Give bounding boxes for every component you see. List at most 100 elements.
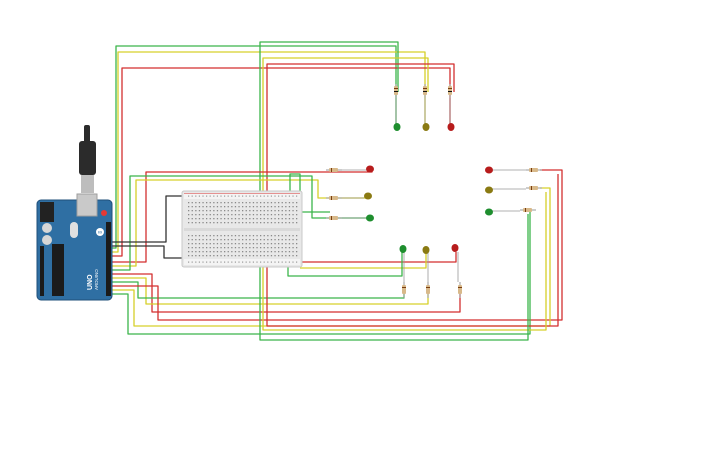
rail-hole[interactable] [202, 261, 204, 263]
breadboard-hole[interactable] [195, 214, 197, 216]
breadboard-hole[interactable] [296, 235, 298, 237]
wire-yellow-bottom-gnd[interactable] [110, 277, 429, 305]
breadboard-hole[interactable] [188, 222, 190, 224]
breadboard-hole[interactable] [281, 202, 283, 204]
rail-hole[interactable] [220, 195, 222, 197]
breadboard-hole[interactable] [231, 239, 233, 241]
breadboard-hole[interactable] [292, 202, 294, 204]
breadboard-hole[interactable] [220, 251, 222, 253]
breadboard-hole[interactable] [224, 239, 226, 241]
breadboard-hole[interactable] [256, 243, 258, 245]
breadboard-hole[interactable] [216, 202, 219, 204]
led-top-yellow[interactable] [422, 98, 430, 131]
breadboard-hole[interactable] [249, 222, 251, 224]
rail-hole[interactable] [263, 195, 265, 197]
breadboard-hole[interactable] [245, 251, 247, 253]
breadboard-hole[interactable] [252, 243, 255, 245]
breadboard-hole[interactable] [216, 206, 219, 208]
wire-yellow-right[interactable] [110, 187, 551, 327]
breadboard-hole[interactable] [292, 251, 294, 253]
breadboard-hole[interactable] [209, 239, 211, 241]
rail-hole[interactable] [242, 195, 244, 197]
breadboard-hole[interactable] [188, 243, 190, 245]
breadboard-hole[interactable] [292, 239, 294, 241]
breadboard-hole[interactable] [195, 243, 197, 245]
breadboard-hole[interactable] [188, 202, 190, 204]
breadboard-hole[interactable] [216, 235, 219, 237]
breadboard-hole[interactable] [274, 239, 276, 241]
resistor-bottom-yellow[interactable] [426, 282, 430, 298]
led-left-green[interactable] [342, 214, 374, 222]
breadboard-hole[interactable] [195, 202, 197, 204]
breadboard-hole[interactable] [292, 214, 294, 216]
rail-hole[interactable] [278, 261, 280, 263]
led-left-red[interactable] [342, 165, 374, 173]
rail-hole[interactable] [209, 195, 211, 197]
breadboard-hole[interactable] [252, 222, 255, 224]
breadboard-hole[interactable] [260, 206, 262, 208]
breadboard-hole[interactable] [206, 206, 208, 208]
breadboard-hole[interactable] [202, 222, 204, 224]
breadboard-hole[interactable] [256, 239, 258, 241]
breadboard-hole[interactable] [270, 255, 273, 257]
breadboard-hole[interactable] [224, 218, 226, 220]
breadboard-hole[interactable] [285, 243, 287, 245]
rail-hole[interactable] [263, 261, 265, 263]
breadboard-hole[interactable] [256, 210, 258, 212]
breadboard-hole[interactable] [292, 210, 294, 212]
breadboard-hole[interactable] [285, 222, 287, 224]
breadboard-hole[interactable] [220, 235, 222, 237]
breadboard-hole[interactable] [274, 222, 276, 224]
breadboard-hole[interactable] [191, 239, 193, 241]
rail-hole[interactable] [224, 195, 226, 197]
breadboard-hole[interactable] [296, 239, 298, 241]
rail-hole[interactable] [285, 261, 287, 263]
rail-hole[interactable] [256, 261, 258, 263]
rail-hole[interactable] [281, 195, 283, 197]
breadboard-hole[interactable] [216, 210, 219, 212]
breadboard-hole[interactable] [213, 235, 215, 237]
wire-green-left-2[interactable] [289, 173, 330, 213]
rail-hole[interactable] [249, 261, 251, 263]
breadboard-hole[interactable] [245, 214, 247, 216]
breadboard-hole[interactable] [242, 218, 244, 220]
breadboard-hole[interactable] [220, 202, 222, 204]
breadboard-hole[interactable] [278, 239, 280, 241]
breadboard-hole[interactable] [260, 255, 262, 257]
breadboard-hole[interactable] [249, 243, 251, 245]
breadboard-hole[interactable] [209, 222, 211, 224]
breadboard-hole[interactable] [249, 214, 251, 216]
breadboard-hole[interactable] [256, 255, 258, 257]
breadboard-hole[interactable] [249, 202, 251, 204]
breadboard-hole[interactable] [260, 222, 262, 224]
rail-hole[interactable] [238, 261, 240, 263]
rail-hole[interactable] [260, 195, 262, 197]
breadboard-hole[interactable] [288, 255, 291, 257]
breadboard-hole[interactable] [234, 235, 237, 237]
rail-hole[interactable] [224, 261, 226, 263]
breadboard-hole[interactable] [288, 218, 291, 220]
breadboard[interactable] [181, 190, 303, 268]
breadboard-hole[interactable] [249, 239, 251, 241]
breadboard-hole[interactable] [249, 218, 251, 220]
rail-hole[interactable] [209, 261, 211, 263]
breadboard-hole[interactable] [238, 206, 240, 208]
breadboard-hole[interactable] [227, 239, 229, 241]
resistor-bottom-red[interactable] [458, 282, 462, 298]
breadboard-hole[interactable] [238, 255, 240, 257]
breadboard-hole[interactable] [216, 222, 219, 224]
breadboard-hole[interactable] [256, 202, 258, 204]
rail-hole[interactable] [267, 261, 269, 263]
breadboard-hole[interactable] [278, 206, 280, 208]
breadboard-hole[interactable] [263, 210, 265, 212]
breadboard-hole[interactable] [206, 214, 208, 216]
breadboard-hole[interactable] [267, 214, 269, 216]
breadboard-hole[interactable] [234, 243, 237, 245]
breadboard-hole[interactable] [198, 214, 201, 216]
breadboard-hole[interactable] [278, 251, 280, 253]
breadboard-hole[interactable] [278, 235, 280, 237]
breadboard-hole[interactable] [238, 222, 240, 224]
breadboard-hole[interactable] [224, 243, 226, 245]
breadboard-hole[interactable] [281, 206, 283, 208]
breadboard-hole[interactable] [188, 210, 190, 212]
